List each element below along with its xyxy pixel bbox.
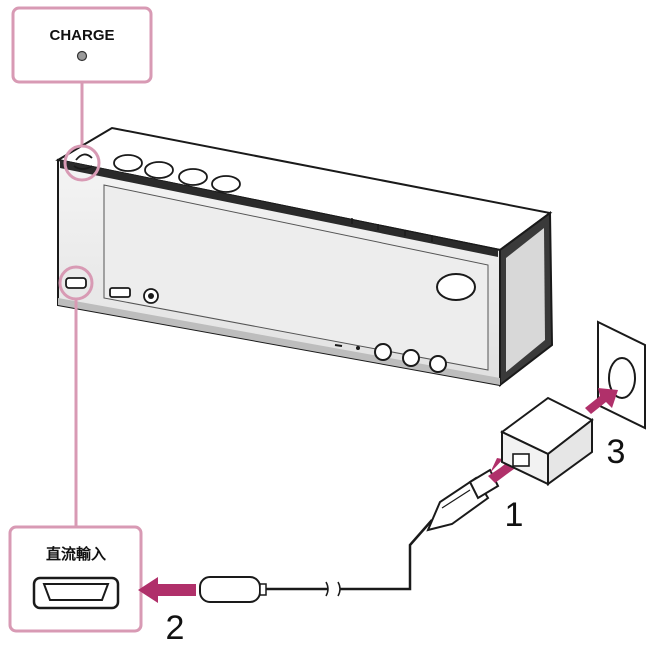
front-button-large <box>436 273 476 301</box>
front-knob-1 <box>374 343 392 361</box>
step-2-arrow <box>138 577 196 603</box>
speaker-unit <box>55 126 554 388</box>
top-button-1 <box>113 154 143 172</box>
adapter-usb-port-icon <box>512 453 530 467</box>
charge-label: CHARGE <box>49 27 114 44</box>
outlet-socket-icon <box>608 357 636 399</box>
usb-a-plug <box>426 468 500 532</box>
micro-usb-plug <box>199 576 267 603</box>
front-knob-2 <box>402 349 420 367</box>
step-3-arrow <box>585 388 618 414</box>
step-2-number: 2 <box>166 609 185 647</box>
charge-indicator-icon <box>76 50 88 62</box>
dc-in-label: 直流輸入 <box>46 545 106 563</box>
dc-in-port-icon <box>65 277 87 289</box>
step-3-number: 3 <box>607 433 626 471</box>
step-1-number: 1 <box>505 496 524 534</box>
usb-port-icon <box>109 287 131 298</box>
top-button-3 <box>178 168 208 186</box>
top-button-2 <box>144 161 174 179</box>
charge-callout: CHARGE <box>11 6 153 84</box>
top-button-4 <box>211 175 241 193</box>
wall-outlet <box>597 320 646 430</box>
usb-cable <box>266 519 433 591</box>
ac-adapter <box>500 396 594 486</box>
charge-lamp-highlight <box>63 144 101 182</box>
dc-in-callout: 直流輸入 <box>8 525 143 633</box>
front-knob-3 <box>429 355 447 373</box>
